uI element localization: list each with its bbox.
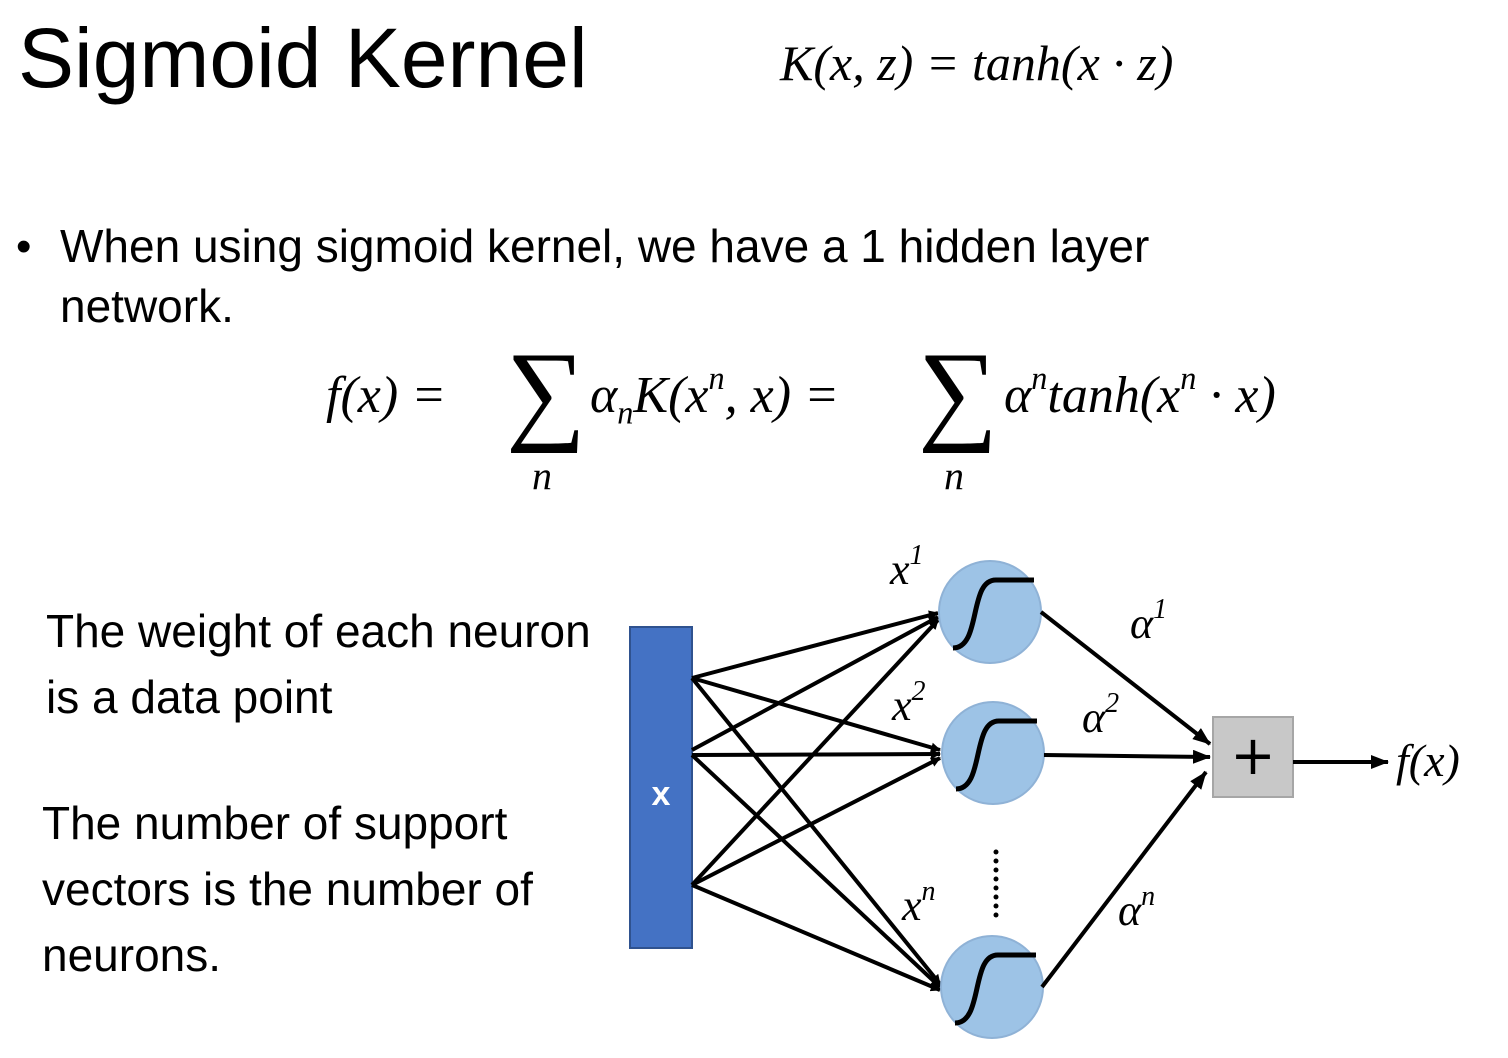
neuron-n: [940, 935, 1044, 1039]
x-superscript: n: [1180, 359, 1197, 396]
sum-symbol: ∑: [918, 330, 998, 454]
alpha-superscript: n: [1031, 359, 1048, 396]
equation-lhs: f(x) =: [326, 367, 447, 424]
neuron-label-2: x2: [891, 676, 926, 730]
edge-3-1: [690, 618, 940, 887]
weight-label-n: αn: [1118, 881, 1155, 935]
vertical-ellipsis: [993, 849, 999, 918]
tanh-call-tail: · x): [1196, 367, 1276, 424]
edge-3-n: [691, 883, 941, 992]
input-connections: [690, 610, 942, 992]
kernel-formula: K(x, z) = tanh(x · z): [780, 35, 1174, 91]
neuron-1: [938, 560, 1042, 664]
edge-neuron-2-sum: [1043, 749, 1211, 764]
input-block: [629, 626, 693, 949]
kernel-call-tail: , x) =: [724, 367, 840, 424]
equation-rhs: αntanh(xn · x): [1004, 362, 1276, 425]
equation-sum-2: ∑: [918, 328, 998, 457]
sum-node: [1212, 716, 1294, 798]
tanh-call: tanh(x: [1047, 367, 1181, 424]
edge-2-n: [690, 753, 942, 989]
sigmoid-icon: [955, 718, 1037, 792]
neuron-label-n: xn: [901, 876, 936, 930]
sum-node-label: +: [1230, 724, 1275, 787]
alpha-subscript: n: [617, 394, 634, 431]
sum-index-1: n: [532, 453, 552, 498]
alpha: α: [590, 367, 618, 424]
weight-label-1: α1: [1130, 594, 1167, 648]
sigmoid-icon: [952, 577, 1034, 651]
weight-label-2: α2: [1082, 688, 1119, 742]
neuron-label-1: x1: [889, 540, 924, 594]
alpha: α: [1004, 367, 1032, 424]
bullet-text: When using sigmoid kernel, we have a 1 h…: [60, 220, 1150, 332]
neuron-2: [941, 701, 1045, 805]
edge-neuron-n-sum: [1040, 770, 1208, 989]
sum-index-2: n: [944, 453, 964, 498]
sigmoid-icon: [954, 952, 1036, 1026]
input-label: x: [652, 775, 671, 813]
network-diagram: x x1 x2 xn α1 α2 αn: [629, 540, 1460, 1039]
edge-1-2: [691, 676, 941, 753]
note-weight: The weight of each neuron is a data poin…: [46, 605, 591, 723]
equation-middle: αnK(xn, x) =: [590, 362, 840, 429]
note-support-vectors: The number of support vectors is the num…: [42, 797, 533, 981]
edge-neuron-1-sum: [1039, 610, 1212, 746]
equation-sum-1: ∑: [506, 328, 586, 457]
edge-3-2: [691, 756, 941, 887]
edge-1-1: [691, 610, 939, 680]
x-superscript: n: [708, 359, 725, 396]
output-label: f(x): [1396, 735, 1460, 786]
output-connections: [1039, 610, 1212, 989]
sum-symbol: ∑: [506, 330, 586, 454]
edge-2-2: [691, 749, 941, 760]
slide-title: Sigmoid Kernel: [18, 11, 588, 105]
bullet-marker: •: [16, 222, 32, 271]
kernel-call: K(x: [633, 367, 709, 424]
edge-1-n: [690, 676, 942, 986]
